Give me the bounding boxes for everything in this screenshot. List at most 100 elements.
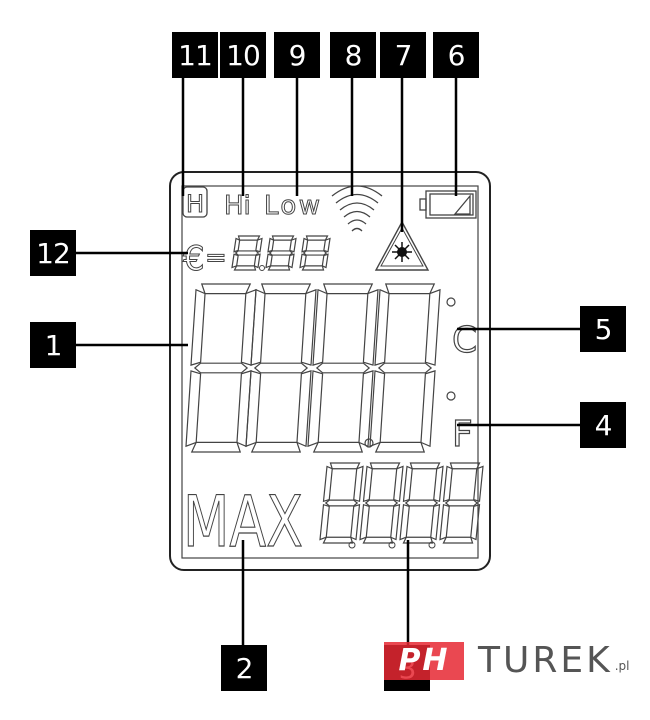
segment bbox=[322, 465, 333, 503]
callout-8: 8 bbox=[330, 32, 376, 78]
low-alarm-label: Low bbox=[264, 191, 320, 221]
segment bbox=[302, 250, 328, 256]
main-temperature-digits bbox=[185, 283, 441, 453]
segment bbox=[190, 441, 242, 453]
segment bbox=[250, 288, 266, 366]
lcd-outer-frame bbox=[169, 171, 491, 571]
segment bbox=[322, 283, 374, 295]
segment bbox=[430, 503, 441, 541]
segment bbox=[350, 503, 361, 541]
segment bbox=[404, 499, 439, 507]
emissivity-digit bbox=[265, 235, 297, 271]
segment bbox=[402, 536, 434, 544]
emissivity-decimal-point bbox=[259, 265, 265, 271]
segment bbox=[442, 465, 453, 503]
callout-5: 5 bbox=[580, 306, 626, 352]
svg-text:C: C bbox=[452, 320, 477, 361]
segment bbox=[307, 370, 324, 448]
segment bbox=[255, 237, 263, 253]
segment bbox=[267, 265, 291, 271]
max-digit bbox=[359, 462, 404, 544]
main-digit bbox=[369, 283, 441, 453]
segment bbox=[420, 370, 436, 448]
segment bbox=[402, 465, 413, 503]
segment bbox=[301, 237, 309, 253]
segment bbox=[384, 283, 436, 295]
brand-name: TUREK bbox=[478, 640, 613, 681]
callout-4: 4 bbox=[580, 402, 626, 448]
segment bbox=[267, 237, 275, 253]
segment bbox=[300, 288, 317, 366]
segment bbox=[374, 288, 390, 366]
segment bbox=[323, 237, 331, 253]
lcd-inner-frame bbox=[181, 185, 479, 559]
segment bbox=[424, 288, 441, 366]
max-digit bbox=[399, 462, 444, 544]
segment bbox=[322, 536, 354, 544]
callout-11: 11 bbox=[172, 32, 218, 78]
laser-warning-icon bbox=[374, 220, 430, 271]
brand-badge: PH bbox=[384, 641, 464, 680]
callout-10: 10 bbox=[220, 32, 266, 78]
scan-indicator-icon bbox=[331, 185, 383, 232]
segment bbox=[433, 465, 444, 503]
segment bbox=[362, 536, 394, 544]
max-decimal-point bbox=[428, 541, 436, 549]
segment bbox=[369, 462, 401, 470]
leader-lines bbox=[76, 72, 580, 645]
fahrenheit-unit: F bbox=[446, 391, 473, 456]
segment bbox=[312, 441, 364, 453]
segment bbox=[233, 265, 257, 271]
segment bbox=[250, 441, 302, 453]
segment bbox=[193, 362, 249, 374]
main-digit bbox=[185, 283, 257, 453]
emissivity-digits bbox=[231, 235, 331, 271]
segment bbox=[439, 503, 450, 541]
segment bbox=[377, 362, 433, 374]
segment bbox=[362, 465, 373, 503]
segment bbox=[321, 253, 329, 269]
max-value-digits bbox=[319, 462, 484, 549]
high-alarm-label: Hi bbox=[224, 191, 251, 221]
battery-icon bbox=[419, 190, 477, 219]
segment bbox=[319, 503, 330, 541]
callout-12: 12 bbox=[30, 230, 76, 276]
data-hold-icon: H bbox=[182, 186, 208, 219]
segment bbox=[190, 288, 206, 366]
callout-6: 6 bbox=[433, 32, 479, 78]
segment bbox=[305, 235, 329, 241]
segment bbox=[268, 250, 294, 256]
segment bbox=[265, 253, 273, 269]
segment bbox=[329, 462, 361, 470]
segment bbox=[374, 441, 426, 453]
celsius-unit: C bbox=[446, 297, 478, 362]
brand-tld: .pl bbox=[614, 659, 630, 673]
segment bbox=[359, 503, 370, 541]
emissivity-digit bbox=[231, 235, 263, 271]
segment bbox=[315, 362, 371, 374]
max-digit bbox=[319, 462, 364, 544]
callout-2: 2 bbox=[221, 645, 267, 691]
segment bbox=[301, 265, 325, 271]
segment bbox=[289, 237, 297, 253]
main-decimal-point bbox=[364, 438, 374, 448]
segment bbox=[271, 235, 295, 241]
segment bbox=[444, 499, 479, 507]
segment bbox=[312, 288, 328, 366]
segment bbox=[390, 503, 401, 541]
segment bbox=[253, 362, 309, 374]
main-digit bbox=[245, 283, 317, 453]
svg-text:H: H bbox=[186, 190, 204, 218]
emissivity-digit bbox=[299, 235, 331, 271]
emissivity-icon: € bbox=[183, 239, 205, 279]
segment bbox=[233, 237, 241, 253]
segment bbox=[399, 503, 410, 541]
callout-1: 1 bbox=[30, 322, 76, 368]
segment bbox=[449, 462, 481, 470]
segment bbox=[442, 536, 474, 544]
segment bbox=[393, 465, 404, 503]
segment bbox=[353, 465, 364, 503]
max-digit bbox=[439, 462, 484, 544]
segment bbox=[245, 370, 262, 448]
segment bbox=[234, 250, 260, 256]
